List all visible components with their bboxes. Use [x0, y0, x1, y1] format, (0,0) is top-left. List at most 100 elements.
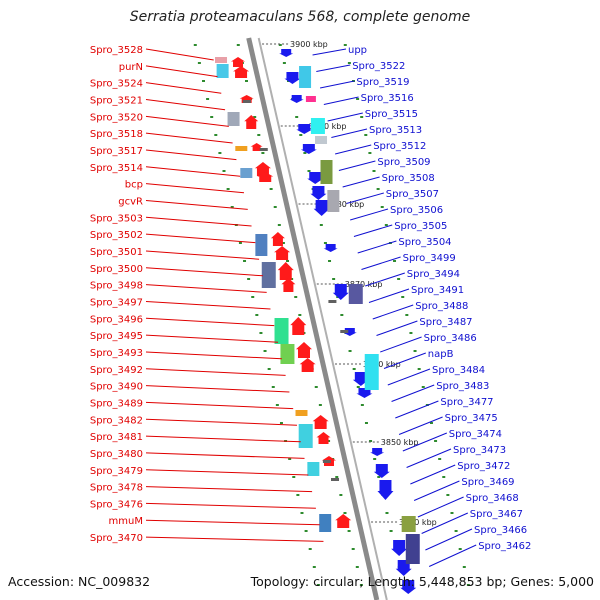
reverse-label-leader [425, 528, 473, 551]
reverse-label-leader [331, 128, 368, 138]
forward-gene-label: Spro_3502 [90, 230, 143, 241]
reverse-gene-arrow [310, 186, 327, 200]
forward-gene-block [215, 57, 228, 63]
reverse-gene-block [327, 190, 340, 212]
misc-feature [322, 460, 331, 463]
forward-gene-label: Spro_3480 [90, 449, 143, 460]
scale-label: 3840 kbp [399, 518, 437, 527]
reverse-label-leader [346, 192, 384, 204]
reverse-gene-label: Spro_3483 [436, 381, 489, 392]
scale-label: 3880 kbp [327, 200, 365, 209]
forward-label-leader [145, 98, 226, 111]
scale-label: 3870 kbp [345, 280, 383, 289]
misc-feature [340, 330, 349, 333]
reverse-gene-label: Spro_3487 [419, 317, 472, 328]
forward-label-leader [145, 149, 237, 161]
forward-gene-block [240, 168, 253, 178]
reverse-gene-label: Spro_3504 [398, 237, 451, 248]
forward-label-leader [145, 536, 324, 542]
forward-label-leader [145, 519, 320, 526]
forward-gene-arrow [254, 162, 271, 176]
forward-gene-label: Spro_3489 [90, 398, 143, 409]
misc-feature [242, 100, 251, 103]
reverse-gene-arrow [391, 540, 408, 556]
reverse-gene-label: Spro_3522 [352, 61, 405, 72]
forward-gene-block [255, 234, 268, 256]
reverse-gene-label: Spro_3462 [478, 541, 531, 552]
reverse-label-leader [365, 272, 405, 287]
reverse-label-leader [402, 432, 447, 452]
reverse-gene-label: Spro_3508 [382, 173, 435, 184]
reverse-gene-arrow [296, 124, 313, 134]
forward-gene-arrow [233, 66, 250, 78]
forward-gene-arrow [231, 57, 246, 67]
reverse-label-leader [395, 400, 439, 419]
forward-gene-arrow [270, 232, 285, 246]
reverse-gene-label: Spro_3499 [403, 253, 456, 264]
forward-label-leader [145, 435, 301, 443]
reverse-label-leader [406, 448, 452, 468]
forward-gene-label: purN [119, 62, 143, 73]
forward-label-leader [145, 317, 275, 327]
forward-label-leader [145, 267, 263, 277]
reverse-gene-label: Spro_3472 [457, 461, 510, 472]
forward-gene-label: Spro_3490 [90, 382, 143, 393]
reverse-gene-block [315, 136, 328, 144]
reverse-gene-label: Spro_3486 [424, 333, 477, 344]
forward-label-leader [145, 199, 248, 210]
forward-label-leader [145, 250, 260, 260]
forward-gene-block [319, 514, 332, 532]
reverse-gene-label: Spro_3473 [453, 445, 506, 456]
misc-feature [328, 300, 337, 303]
forward-gene-arrow [281, 278, 296, 292]
reverse-gene-arrow [373, 464, 390, 478]
forward-gene-block [227, 112, 240, 126]
reverse-gene-label: Spro_3519 [356, 77, 409, 88]
reverse-label-leader [327, 112, 363, 122]
reverse-gene-block [310, 118, 325, 134]
forward-gene-arrow [312, 415, 329, 429]
reverse-gene-label: Spro_3505 [394, 221, 447, 232]
forward-gene-label: Spro_3496 [90, 314, 143, 325]
forward-gene-label: mmuM [109, 516, 143, 527]
reverse-gene-block [364, 354, 379, 390]
forward-gene-block [280, 344, 295, 364]
forward-gene-label: Spro_3481 [90, 432, 143, 443]
forward-label-leader [145, 385, 290, 393]
tick-track [343, 44, 470, 586]
reverse-gene-label: Spro_3484 [432, 365, 485, 376]
forward-gene-label: Spro_3479 [90, 466, 143, 477]
misc-feature [259, 148, 268, 151]
forward-gene-label: Spro_3497 [90, 297, 143, 308]
reverse-label-leader [413, 480, 460, 501]
forward-gene-arrow [299, 358, 316, 372]
scale-label: 3850 kbp [381, 438, 419, 447]
reverse-gene-arrow [356, 388, 373, 398]
forward-label-leader [145, 216, 252, 227]
reverse-label-leader [421, 512, 469, 534]
forward-gene-block [261, 262, 276, 288]
reverse-gene-label: napB [428, 349, 454, 360]
forward-label-leader [145, 115, 229, 127]
reverse-label-leader [312, 48, 347, 56]
forward-label-leader [145, 284, 267, 293]
forward-label-leader [145, 233, 256, 244]
forward-gene-label: Spro_3503 [90, 213, 143, 224]
reverse-gene-label: Spro_3494 [407, 269, 460, 280]
reverse-label-leader [323, 96, 359, 105]
forward-gene-label: Spro_3478 [90, 483, 143, 494]
forward-label-leader [145, 65, 218, 78]
forward-label-leader [145, 401, 294, 410]
reverse-label-leader [316, 64, 351, 72]
scale-label: 3890 kbp [309, 122, 347, 131]
forward-gene-arrow [257, 172, 274, 182]
forward-gene-block [295, 410, 308, 416]
forward-label-leader [145, 418, 297, 426]
reverse-label-leader [398, 416, 443, 435]
forward-label-leader [145, 368, 286, 376]
reverse-gene-label: Spro_3512 [373, 141, 426, 152]
reverse-gene-arrow [313, 200, 330, 216]
reverse-label-leader [387, 368, 431, 386]
reverse-gene-block [348, 284, 363, 304]
